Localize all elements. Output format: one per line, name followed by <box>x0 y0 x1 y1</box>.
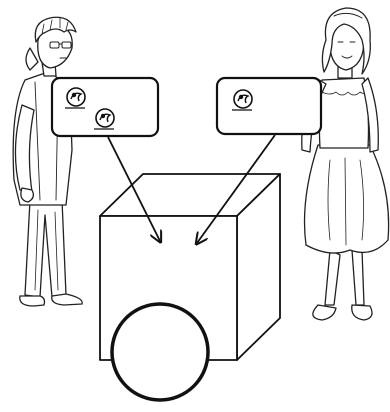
boy-figure <box>13 17 82 306</box>
left-thought-box <box>52 78 158 136</box>
girl-figure <box>302 8 389 320</box>
circle-opening <box>112 304 208 400</box>
right-thought-box <box>217 78 321 134</box>
